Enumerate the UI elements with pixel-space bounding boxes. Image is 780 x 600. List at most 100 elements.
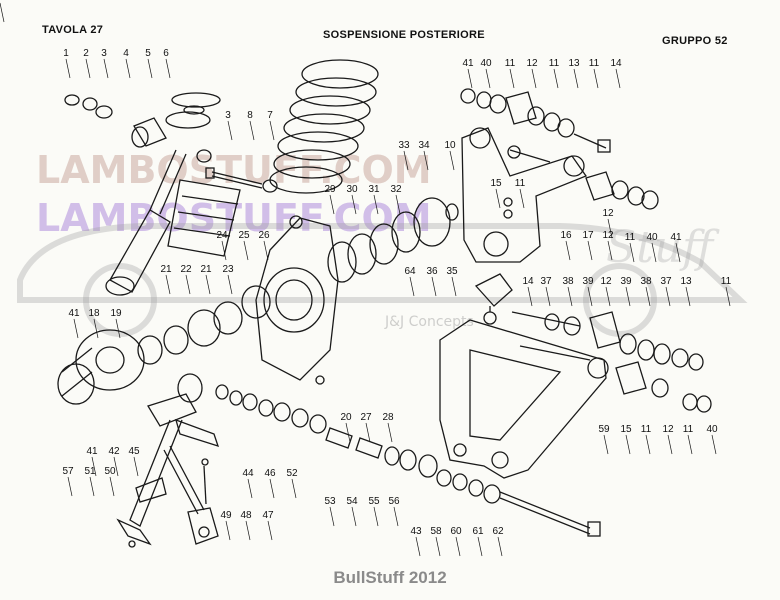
- callout-label: 16: [560, 230, 572, 241]
- leader-line: [615, 68, 621, 89]
- bushing-4: [131, 117, 167, 148]
- callout-label: 14: [610, 58, 622, 69]
- leader-line: [147, 58, 153, 79]
- upper-bushing-stack: [460, 88, 611, 153]
- leader-line: [531, 68, 537, 89]
- callout-label: 11: [589, 58, 600, 69]
- leader-line: [645, 434, 651, 455]
- callout-label: 52: [286, 468, 298, 479]
- upper-link-bracket: [461, 127, 588, 263]
- leader-line: [227, 274, 233, 295]
- leader-line: [567, 286, 573, 307]
- leader-line: [625, 434, 631, 455]
- leader-line: [91, 456, 97, 477]
- callout-label: 12: [600, 276, 612, 287]
- callout-label: 41: [670, 232, 682, 243]
- leader-line: [373, 194, 379, 215]
- leader-line: [467, 68, 473, 89]
- callout-label: 3: [225, 110, 231, 121]
- callout-label: 33: [398, 140, 410, 151]
- callout-label: 11: [549, 58, 560, 69]
- callout-label: 1: [63, 48, 69, 59]
- leader-line: [103, 58, 109, 79]
- leader-line: [0, 2, 5, 23]
- leader-line: [667, 434, 673, 455]
- callout-label: 61: [472, 526, 484, 537]
- table-number: TAVOLA 27: [42, 24, 104, 36]
- leader-line: [165, 274, 171, 295]
- callout-label: 11: [721, 276, 732, 287]
- callout-label: 55: [368, 496, 380, 507]
- bolt-8: [205, 167, 263, 189]
- leader-line: [587, 286, 593, 307]
- leader-line: [593, 68, 599, 89]
- leader-line: [267, 520, 273, 541]
- callout-label: 11: [641, 424, 652, 435]
- callout-label: 26: [258, 230, 270, 241]
- leader-line: [435, 536, 441, 557]
- callout-label: 30: [346, 184, 358, 195]
- leader-line: [269, 478, 275, 499]
- callout-label: 12: [662, 424, 674, 435]
- leader-line: [565, 240, 571, 261]
- callout-label: 17: [582, 230, 594, 241]
- callout-label: 29: [324, 184, 336, 195]
- callout-label: 27: [360, 412, 372, 423]
- leader-line: [351, 506, 357, 527]
- callout-label: 31: [368, 184, 380, 195]
- lower-bushing-stack-lower: [519, 345, 712, 413]
- callout-label: 51: [84, 466, 96, 477]
- callout-label: 48: [240, 510, 252, 521]
- lower-link-rod: [163, 445, 219, 545]
- link-end-bushing-stack: [507, 145, 659, 210]
- leader-line: [165, 58, 171, 79]
- leader-line: [587, 240, 593, 261]
- leader-line: [485, 68, 491, 89]
- leader-line: [115, 318, 121, 339]
- callout-label: 11: [505, 58, 516, 69]
- callout-label: 13: [680, 276, 692, 287]
- callout-label: 46: [264, 468, 276, 479]
- leader-line: [403, 150, 409, 171]
- callout-label: 39: [620, 276, 632, 287]
- nut-washer-stack: [64, 94, 113, 119]
- anti-roll-bar-link: [129, 373, 203, 527]
- callout-label: 20: [340, 412, 352, 423]
- leader-line: [269, 120, 275, 141]
- leader-line: [387, 422, 393, 443]
- leader-line: [125, 58, 131, 79]
- callout-label: 41: [86, 446, 98, 457]
- leader-line: [675, 242, 681, 263]
- callout-label: 40: [706, 424, 718, 435]
- callout-label: 36: [426, 266, 438, 277]
- leader-line: [573, 68, 579, 89]
- callout-label: 8: [247, 110, 253, 121]
- callout-label: 47: [262, 510, 274, 521]
- watermark-jj-concepts: J&J Concepts: [385, 314, 474, 330]
- leader-line: [89, 476, 95, 497]
- shock-absorber: [105, 149, 241, 296]
- callout-label: 2: [83, 48, 89, 59]
- leader-line: [409, 276, 415, 297]
- callout-label: 54: [346, 496, 358, 507]
- leader-line: [519, 188, 525, 209]
- leader-line: [133, 456, 139, 477]
- leader-line: [85, 58, 91, 79]
- watermark-car-silhouette: [17, 223, 748, 337]
- callout-label: 58: [430, 526, 442, 537]
- watermark-lambostuff-1: LAMBOSTUFF.COM: [36, 148, 432, 192]
- leader-line: [113, 456, 119, 477]
- leader-line: [451, 276, 457, 297]
- leader-line: [245, 520, 251, 541]
- leader-line: [395, 194, 401, 215]
- washer-3b: [196, 149, 212, 163]
- leader-line: [351, 194, 357, 215]
- callout-label: 42: [108, 446, 120, 457]
- callout-label: 62: [492, 526, 504, 537]
- leader-line: [247, 478, 253, 499]
- leader-line: [665, 286, 671, 307]
- callout-label: 40: [646, 232, 658, 243]
- leader-line: [243, 240, 249, 261]
- group-number: GRUPPO 52: [662, 35, 728, 47]
